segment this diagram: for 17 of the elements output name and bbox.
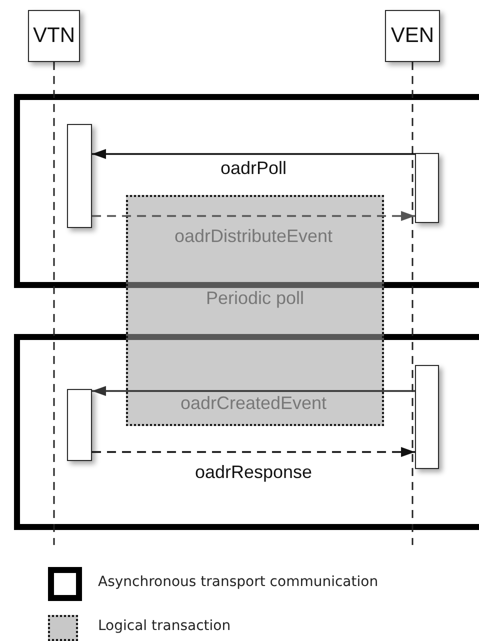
- participant-box: VEN: [385, 10, 440, 62]
- participant-box: VTN: [28, 10, 80, 62]
- message-arrow: [92, 386, 415, 396]
- legend-text: Logical transaction: [98, 618, 231, 634]
- activation-bar: [415, 365, 439, 469]
- transaction-label: Periodic poll: [204, 288, 306, 309]
- message-arrow: [92, 211, 415, 221]
- legend-text: Asynchronous transport communication: [98, 574, 378, 590]
- activation-bar: [415, 153, 439, 223]
- activation-bar: [67, 124, 92, 228]
- message-arrow: [92, 447, 415, 457]
- message-arrow: [92, 149, 415, 159]
- message-label: oadrDistributeEvent: [174, 226, 333, 247]
- activation-bar: [67, 389, 92, 461]
- message-label: oadrCreatedEvent: [180, 393, 327, 414]
- message-label: oadrResponse: [194, 462, 312, 483]
- message-label: oadrPoll: [220, 158, 287, 179]
